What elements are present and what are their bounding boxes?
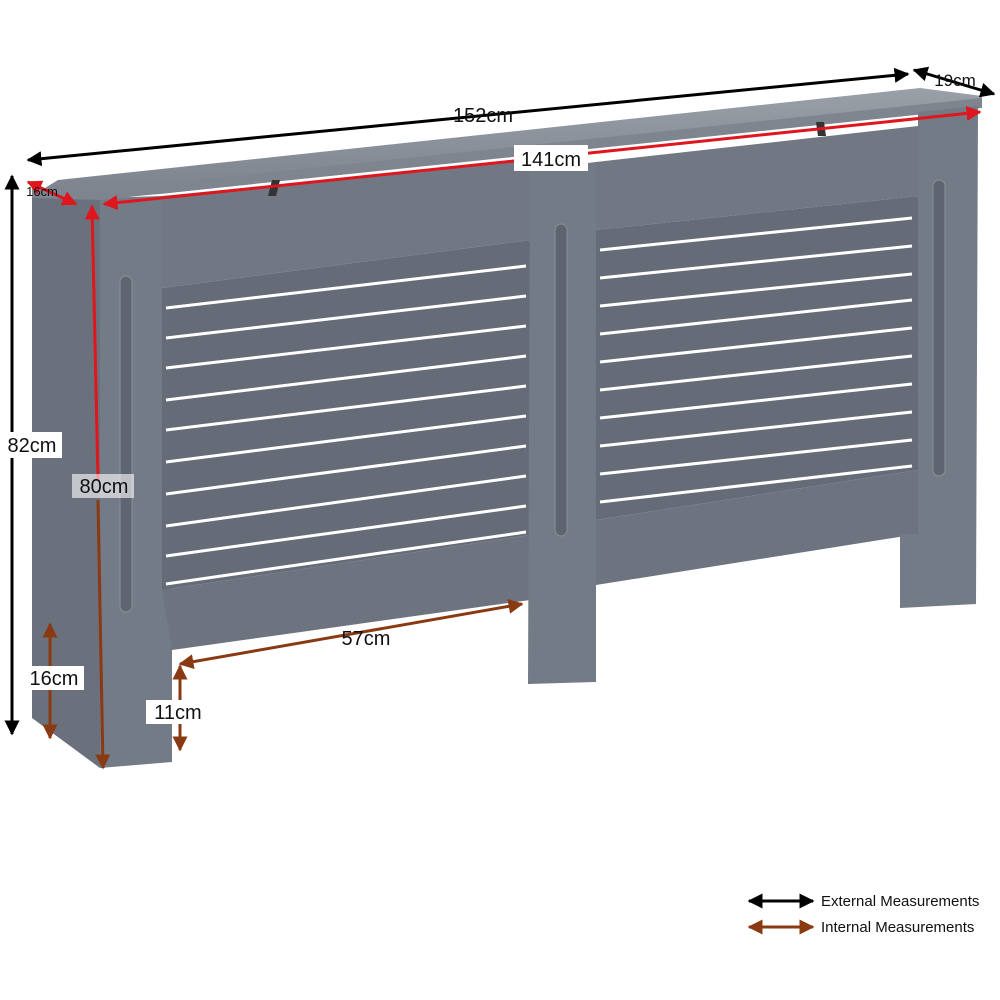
legend: External Measurements Internal Measureme… <box>745 888 1000 940</box>
left-groove <box>119 275 133 613</box>
right-slats <box>599 216 913 504</box>
legend-internal: Internal Measurements <box>745 914 1000 940</box>
right-bottom-rail <box>596 470 918 585</box>
internal-height-label: 80cm <box>80 476 129 498</box>
foot-height-label: 16cm <box>30 668 79 690</box>
external-width-label: 152cm <box>453 105 513 127</box>
left-slat-panel <box>162 240 530 590</box>
legend-external-label: External Measurements <box>821 892 980 910</box>
right-groove <box>932 179 946 477</box>
opening-width-arrow <box>178 598 524 670</box>
internal-width-label: 141cm <box>521 149 581 171</box>
opening-width-label: 57cm <box>342 628 391 650</box>
opening-height-label: 11cm <box>154 702 201 724</box>
legend-external: External Measurements <box>745 888 1000 914</box>
depth-arrow <box>912 66 996 98</box>
center-groove <box>554 223 568 537</box>
side-depth-label: 16cm <box>26 184 58 199</box>
internal-height-arrow-brown <box>95 499 111 770</box>
left-front-stile <box>100 196 172 768</box>
dimension-labels: 152cm 141cm 19cm 16cm 82cm 80cm 16cm 11c… <box>2 71 976 724</box>
legend-internal-label: Internal Measurements <box>821 918 975 936</box>
internal-arrow-icon <box>747 919 815 935</box>
radiator-cabinet <box>32 88 982 768</box>
external-arrow-icon <box>747 893 815 909</box>
side-depth-arrow <box>26 180 78 206</box>
internal-height-arrow-red <box>84 204 100 481</box>
depth-label: 19cm <box>934 71 976 90</box>
left-slats <box>165 264 527 586</box>
external-height-label: 82cm <box>8 435 57 457</box>
